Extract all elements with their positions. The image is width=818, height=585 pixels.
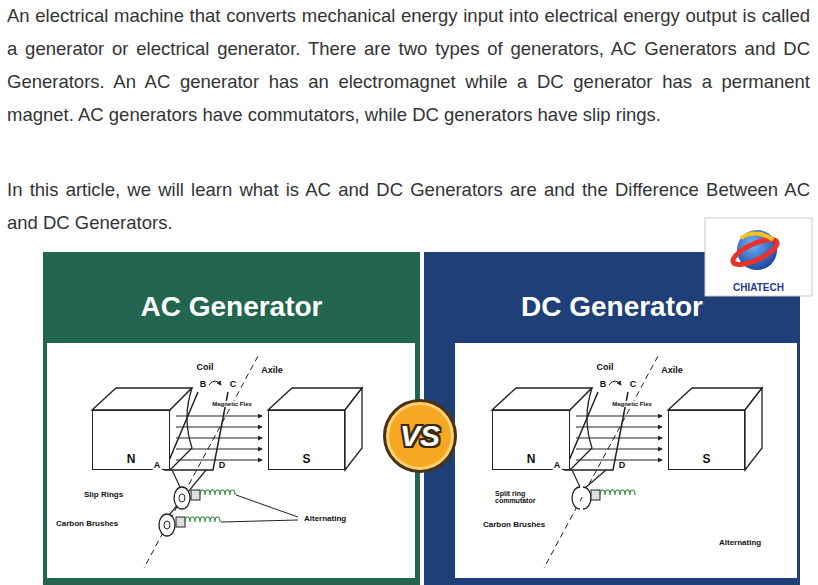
part-label: Coil [196, 363, 215, 372]
output-label: Alternating [303, 515, 347, 523]
coil-lead [585, 470, 606, 488]
corner-letter: B [599, 380, 608, 389]
generator-figure [92, 356, 362, 568]
body-paragraph: An electrical machine that converts mech… [7, 0, 810, 131]
panel-title: DC Generator [424, 289, 800, 325]
corner-letter: C [229, 380, 238, 389]
dc-panel: DC GeneratorN S [424, 252, 800, 585]
dc-figure-ground [455, 343, 797, 578]
south-magnet-text: S [302, 452, 310, 466]
logo-arc [741, 233, 773, 240]
ac-panel-ground [43, 252, 420, 585]
brush-spring [200, 490, 235, 495]
south-magnet: S [668, 410, 745, 470]
part-label: Split ring commutator [494, 490, 548, 505]
slip-ring [159, 514, 175, 536]
brand-logo: CHIATECH [705, 218, 812, 296]
brush-spring [600, 490, 635, 495]
carbon-brush [591, 490, 600, 500]
carbon-brush [191, 490, 200, 500]
logo-mark [705, 218, 812, 296]
flux-arrows [176, 416, 262, 460]
slip-ring-set [159, 470, 298, 536]
split-ring-half [572, 487, 580, 509]
generator-figure [492, 356, 762, 568]
part-label: Carbon Brushes [55, 520, 119, 528]
part-label: Axile [260, 366, 284, 375]
panel-grounds [43, 252, 800, 585]
flux-arrows [176, 416, 262, 417]
part-label: Magnetic Flex [611, 401, 653, 407]
body-paragraph: In this article, we will learn what is A… [7, 173, 810, 239]
part-label: Coil [596, 363, 615, 372]
logo-frame [705, 218, 812, 296]
carbon-brush [176, 517, 185, 527]
ac-panel: AC GeneratorN S [43, 252, 420, 585]
corner-letter: C [629, 380, 638, 389]
south-magnet-text: S [702, 452, 710, 466]
part-label: Carbon Brushes [482, 521, 546, 529]
magnet-side [345, 388, 362, 470]
corner-letter: B [199, 380, 208, 389]
versus-badge: VS [383, 399, 457, 473]
corner-letter: D [218, 461, 227, 470]
corner-letter: A [553, 461, 562, 470]
output-lead [221, 520, 298, 522]
output-lead [236, 495, 298, 517]
dc-panel-ground [424, 252, 800, 585]
commutator-set [572, 470, 635, 509]
slip-ring-hub [164, 521, 170, 529]
north-magnet-text: N [527, 452, 536, 466]
flux-arrows [176, 449, 262, 450]
slip-ring [174, 487, 190, 509]
part-label: Magnetic Flex [211, 401, 253, 407]
south-magnet: S [268, 410, 345, 470]
versus-badge-text: VS [400, 420, 440, 452]
split-ring-half [583, 487, 591, 509]
output-label: Alternating [718, 539, 762, 547]
brand-logo-text: CHIATECH [733, 282, 784, 293]
slip-ring-hub [179, 494, 185, 502]
ac-figure-ground [47, 343, 415, 578]
axle-line [144, 356, 258, 568]
panel-title: AC Generator [43, 289, 420, 325]
north-magnet-text: N [127, 452, 136, 466]
brush-spring [185, 517, 220, 522]
part-label: Slip Rings [83, 491, 124, 499]
flux-arrows [176, 438, 262, 439]
flux-arrows [176, 427, 262, 428]
rotation-arrow [209, 381, 221, 385]
part-label: Axile [660, 366, 684, 375]
coil-lead [172, 470, 180, 487]
corner-letter: D [618, 461, 627, 470]
corner-letter: A [153, 461, 162, 470]
